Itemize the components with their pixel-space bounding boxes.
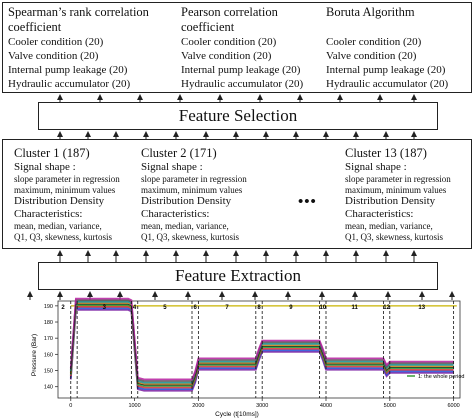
chart-series-line [69, 308, 454, 392]
cluster-1-name: Cluster 1 (187) [14, 146, 90, 160]
chart-segment-label: 4 [133, 305, 137, 311]
chart-segment-label: 5 [163, 305, 167, 311]
feature-selection-box: Feature Selection [38, 102, 438, 130]
boruta-item: Hydraulic accumulator (20) [326, 78, 449, 90]
cluster-13-name: Cluster 13 (187) [345, 146, 427, 160]
feature-extraction-label: Feature Extraction [174, 266, 302, 285]
chart-y-tick-label: 150 [44, 369, 53, 375]
spearman-item: Internal pump leakage (20) [8, 64, 128, 76]
cluster-13-signal-shape-line: maximum, minimum values [345, 184, 447, 195]
cluster-2-distribution-label: Distribution Density [141, 195, 232, 207]
spearman-item: Valve condition (20) [8, 50, 99, 62]
boruta-item: Internal pump leakage (20) [326, 64, 446, 76]
cluster-2-characteristics-line: Q1, Q3, skewness, kurtosis [141, 231, 239, 242]
more-clusters-ellipsis: ••• [298, 194, 317, 210]
chart-segment-label: 10 [319, 305, 326, 311]
chart-series-line [69, 297, 454, 381]
cluster-1-characteristics-line: mean, median, variance, [14, 221, 102, 231]
cluster-13-characteristics-line: Q1, Q3, skewness, kurtosis [345, 231, 443, 242]
feature-extraction-box: Feature Extraction [38, 262, 438, 290]
cluster-1-signal-shape-line: maximum, minimum values [14, 184, 116, 195]
chart-x-tick-label: 6000 [447, 403, 459, 409]
chart-y-tick-label: 160 [44, 352, 53, 358]
cluster-2: Cluster 2 (171) Signal shape : slope par… [141, 146, 266, 242]
cluster-13-distribution-label: Distribution Density [345, 195, 436, 207]
pearson-title-line-2: coefficient [181, 20, 235, 34]
cluster-2-characteristics-label: Characteristics: [141, 208, 210, 220]
chart-series-line [69, 304, 454, 387]
boruta-column: Boruta Algorithm Cooler condition (20) V… [326, 5, 471, 91]
cluster-2-characteristics-line: mean, median, variance, [141, 221, 229, 231]
chart-segment-label: 2 [61, 305, 65, 311]
cluster-2-signal-shape-line: maximum, minimum values [141, 184, 243, 195]
chart-segment-label: 13 [418, 305, 425, 311]
chart-segment-label: 7 [225, 305, 229, 311]
chart-series-line [69, 300, 454, 384]
chart-x-tick-label: 2000 [192, 403, 204, 409]
boruta-title-line-1: Boruta Algorithm [326, 5, 415, 19]
pearson-item: Hydraulic accumulator (20) [181, 78, 304, 90]
feature-selection-label: Feature Selection [178, 106, 298, 125]
chart-x-tick-label: 4000 [320, 403, 332, 409]
chart-segment-label: 9 [289, 305, 293, 311]
spearman-item: Hydraulic accumulator (20) [8, 78, 131, 90]
cluster-13-characteristics-line: mean, median, variance, [345, 221, 433, 231]
pearson-item: Internal pump leakage (20) [181, 64, 301, 76]
cluster-13: Cluster 13 (187) Signal shape : slope pa… [345, 146, 471, 242]
chart-x-tick-label: 5000 [384, 403, 396, 409]
cluster-1-signal-shape-line: slope parameter in regression [14, 174, 120, 184]
chart-segment-label: 8 [257, 305, 261, 311]
cluster-1-distribution-label: Distribution Density [14, 195, 105, 207]
pearson-item: Cooler condition (20) [181, 36, 277, 48]
chart-segment-label: 12 [383, 305, 390, 311]
spearman-title-line-2: coefficient [8, 20, 62, 34]
cluster-1-characteristics-label: Characteristics: [14, 208, 83, 220]
chart-y-tick-label: 170 [44, 336, 53, 342]
cluster-13-signal-shape-line: slope parameter in regression [345, 174, 451, 184]
pearson-title-line-1: Pearson correlation [181, 5, 278, 19]
chart-mean-line [70, 303, 454, 386]
cluster-2-name: Cluster 2 (171) [141, 146, 217, 160]
chart-y-tick-label: 140 [44, 385, 53, 391]
chart-y-tick-label: 190 [44, 304, 53, 310]
chart-series-line [69, 302, 454, 386]
pearson-item: Valve condition (20) [181, 50, 272, 62]
cluster-13-characteristics-label: Characteristics: [345, 208, 414, 220]
chart-x-axis-label: Cycle (t[10ms]) [215, 411, 259, 418]
cluster-1: Cluster 1 (187) Signal shape : slope par… [14, 146, 134, 242]
cluster-1-signal-shape-label: Signal shape : [14, 161, 76, 173]
chart-y-axis-label: Pressure (Bar) [31, 334, 38, 376]
clusters-box [2, 139, 472, 249]
chart-segment-label: 11 [352, 305, 359, 311]
cluster-2-signal-shape-line: slope parameter in regression [141, 174, 247, 184]
chart-series-line [69, 305, 454, 389]
cluster-13-signal-shape-label: Signal shape : [345, 161, 407, 173]
chart-annotation: 1: the whole period [418, 374, 464, 380]
chart-y-tick-label: 180 [44, 320, 53, 326]
spearman-title-line-1: Spearman’s rank correlation [8, 5, 149, 19]
cluster-1-characteristics-line: Q1, Q3, skewness, kurtosis [14, 231, 112, 242]
chart-x-tick-label: 1000 [128, 403, 140, 409]
chart-series-line [69, 307, 454, 391]
chart-segment-label: 3 [103, 305, 107, 311]
spearman-item: Cooler condition (20) [8, 36, 104, 48]
chart-segment-label: 6 [194, 305, 198, 311]
chart-x-tick-label: 0 [69, 403, 72, 409]
boruta-item: Cooler condition (20) [326, 36, 422, 48]
chart-series-line [69, 299, 454, 382]
spearman-column: Spearman’s rank correlation coefficient … [8, 5, 158, 91]
selection-criteria-box [2, 2, 472, 93]
cluster-2-signal-shape-label: Signal shape : [141, 161, 203, 173]
boruta-item: Valve condition (20) [326, 50, 417, 62]
pearson-column: Pearson correlation coefficient Cooler c… [181, 5, 321, 91]
chart-x-tick-label: 3000 [256, 403, 268, 409]
